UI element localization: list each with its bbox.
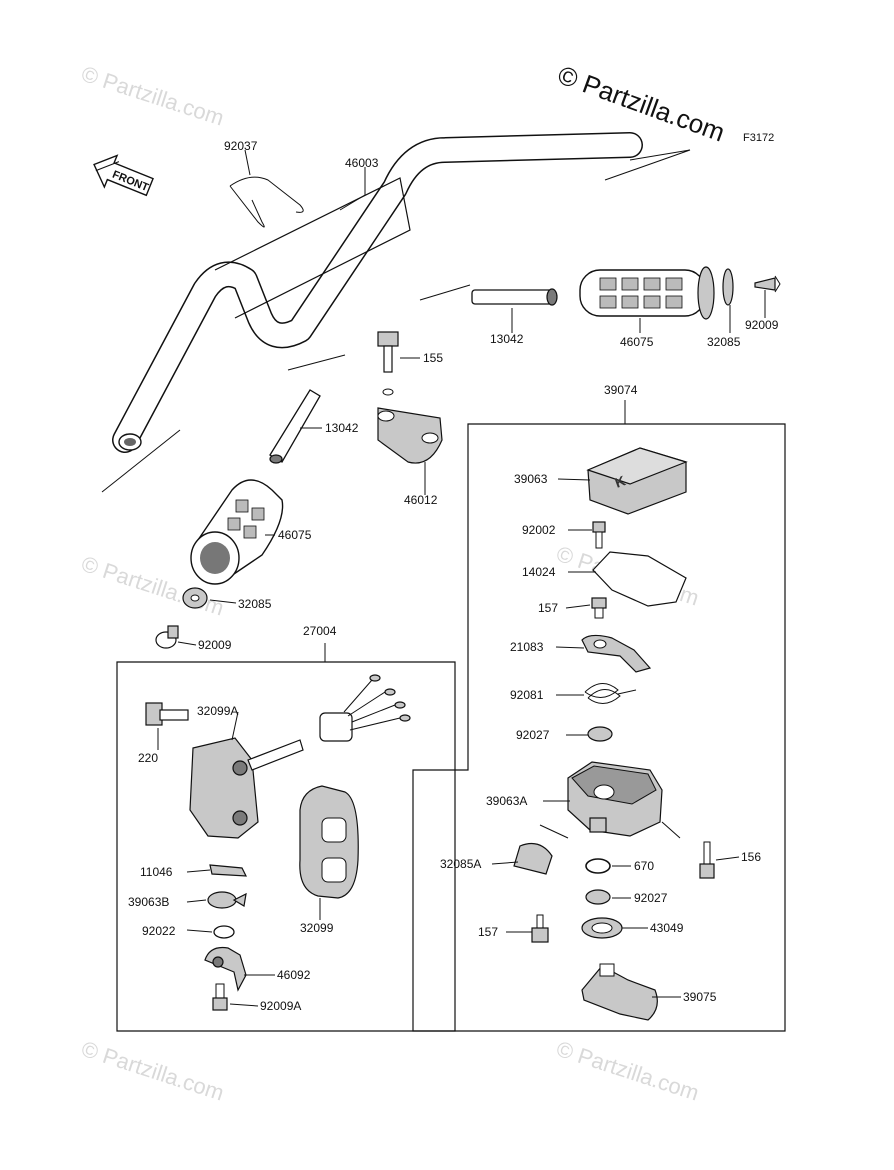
watermark-text: © Partzilla.com	[553, 1036, 702, 1106]
washer-32085-right	[722, 268, 734, 306]
label-670: 670	[634, 859, 654, 873]
label-92027-a: 92027	[516, 728, 550, 742]
spring-92081	[584, 683, 637, 704]
housing-39063A	[567, 761, 663, 837]
clip-92037	[229, 176, 304, 228]
bolt-157-b	[531, 914, 549, 943]
right-grip-assembly	[419, 266, 781, 320]
label-32085-left: 32085	[238, 597, 272, 611]
label-92037: 92037	[224, 139, 258, 153]
left-switch-box	[116, 643, 456, 1032]
label-46075-right: 46075	[620, 335, 654, 349]
screw-92009-right	[754, 277, 776, 291]
label-39063: 39063	[514, 472, 548, 486]
label-92081: 92081	[510, 688, 544, 702]
grip-46075-left	[190, 479, 284, 585]
label-156: 156	[741, 850, 761, 864]
label-92002: 92002	[522, 523, 556, 537]
seal-43049	[581, 917, 623, 939]
front-arrow-icon: FRONT	[93, 154, 154, 197]
label-46003: 46003	[345, 156, 379, 170]
screw-157-a	[591, 597, 607, 619]
cover-39063: K	[586, 447, 688, 515]
plate-11046	[209, 864, 248, 877]
label-43049: 43049	[650, 921, 684, 935]
diagram-code: F3172	[743, 132, 774, 144]
lever-46092	[204, 946, 247, 992]
screw-92009-left	[155, 625, 179, 649]
label-92009-right: 92009	[745, 318, 779, 332]
label-32099A: 32099A	[197, 704, 238, 718]
label-32099: 32099	[300, 921, 334, 935]
screw-92009A	[212, 983, 228, 1011]
label-32085A: 32085A	[440, 857, 481, 871]
label-92009-left: 92009	[198, 638, 232, 652]
switch-cover-32099	[299, 785, 359, 899]
collar-39063B	[207, 891, 247, 909]
label-157-a: 157	[538, 601, 558, 615]
label-32085-right: 32085	[707, 335, 741, 349]
watermark-text: © Partzilla.com	[78, 61, 227, 131]
label-11046: 11046	[140, 865, 173, 879]
label-46075-left: 46075	[278, 528, 312, 542]
label-13042-right: 13042	[490, 332, 524, 346]
label-92022: 92022	[142, 924, 176, 938]
lever-39075	[581, 963, 658, 1021]
label-21083: 21083	[510, 640, 544, 654]
left-grip-assembly	[155, 354, 346, 649]
label-39074: 39074	[604, 383, 638, 397]
label-39063B: 39063B	[128, 895, 169, 909]
part-labels: 92037 46003 13042 46075 32085 92009 155 …	[128, 139, 779, 1013]
plate-21083	[581, 634, 652, 673]
switch-housing-32099A	[189, 674, 411, 839]
bolt-220	[145, 702, 189, 726]
bolt-156	[699, 841, 715, 879]
washer-92027-a	[587, 726, 613, 742]
label-220: 220	[138, 751, 158, 765]
gasket-14024	[592, 551, 687, 607]
label-14024: 14024	[522, 565, 556, 579]
o-ring-670	[585, 858, 611, 874]
label-155: 155	[423, 351, 443, 365]
screw-92002	[592, 521, 606, 549]
handlebar	[101, 132, 691, 493]
right-throttle-box: K	[412, 400, 786, 1032]
grip-46075-right	[579, 266, 715, 320]
label-39075: 39075	[683, 990, 717, 1004]
leader-lines	[157, 149, 766, 1007]
washer-92027-b	[585, 889, 611, 905]
label-46092: 46092	[277, 968, 311, 982]
plate-32085A	[513, 843, 553, 875]
label-46012: 46012	[404, 493, 438, 507]
washer-92022	[213, 925, 235, 939]
label-13042-left: 13042	[325, 421, 359, 435]
watermark-text: © Partzilla.com	[78, 1036, 227, 1106]
label-27004: 27004	[303, 624, 337, 638]
label-39063A: 39063A	[486, 794, 527, 808]
label-92009A: 92009A	[260, 999, 301, 1013]
label-92027-b: 92027	[634, 891, 668, 905]
clamp-assembly	[377, 331, 443, 464]
label-157-b: 157	[478, 925, 498, 939]
